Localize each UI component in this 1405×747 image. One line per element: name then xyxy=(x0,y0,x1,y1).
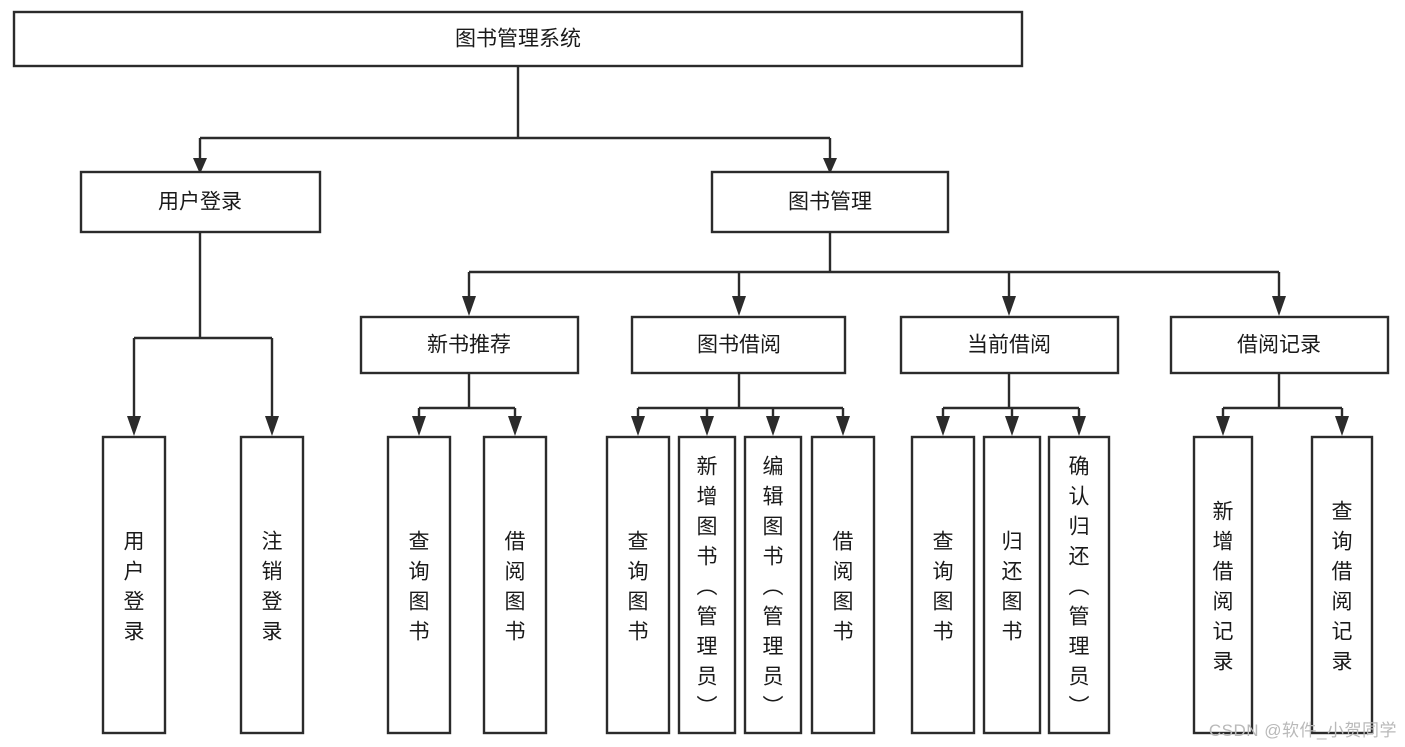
arrowhead-leaf-13 xyxy=(1335,416,1349,436)
connector-current-to-leaves xyxy=(941,373,1081,420)
arrowhead-leaf-5 xyxy=(631,416,645,436)
leaf-node[interactable]: 借阅图书 xyxy=(810,435,876,735)
connector-bookmanage-to-level3 xyxy=(467,232,1281,298)
leaf-node-box[interactable] xyxy=(605,435,671,735)
connector-userlogin-to-leaves xyxy=(132,232,274,420)
node-book-management-label: 图书管理 xyxy=(788,191,872,214)
node-current-borrow-label: 当前借阅 xyxy=(967,334,1051,357)
leaf-node-label: 查询借阅记录 xyxy=(1332,500,1353,673)
node-root-label: 图书管理系统 xyxy=(455,28,581,51)
leaf-node-box[interactable] xyxy=(1047,435,1111,735)
leaf-node[interactable]: 查询图书 xyxy=(605,435,671,735)
leaf-node-label: 新增借阅记录 xyxy=(1213,500,1234,673)
node-borrow-record[interactable]: 借阅记录 xyxy=(1169,315,1390,375)
leaf-node-box[interactable] xyxy=(101,435,167,735)
leaf-node-label: 用户登录 xyxy=(124,530,145,643)
node-user-login-box[interactable] xyxy=(79,170,322,234)
node-book-borrow-box[interactable] xyxy=(630,315,847,375)
leaf-node-box[interactable] xyxy=(810,435,876,735)
node-root[interactable]: 图书管理系统 xyxy=(12,10,1024,68)
leaf-node-label: 注销登录 xyxy=(262,530,283,643)
leaf-node-box[interactable] xyxy=(239,435,305,735)
arrowhead-leaf-7 xyxy=(766,416,780,436)
leaf-node-label: 查询图书 xyxy=(933,530,954,643)
leaf-node[interactable]: 新增借阅记录 xyxy=(1192,435,1254,735)
arrowhead-book-manage xyxy=(823,158,837,174)
node-current-borrow-box[interactable] xyxy=(899,315,1120,375)
arrowhead-leaf-4 xyxy=(508,416,522,436)
connector-root-to-level2 xyxy=(198,66,832,158)
arrowhead-borrow xyxy=(732,296,746,316)
leaf-node-box[interactable] xyxy=(482,435,548,735)
arrowhead-newbook xyxy=(462,296,476,316)
leaf-node[interactable]: 借阅图书 xyxy=(482,435,548,735)
leaf-node-box[interactable] xyxy=(386,435,452,735)
leaf-node-box[interactable] xyxy=(982,435,1042,735)
leaf-node[interactable]: 用户登录 xyxy=(101,435,167,735)
node-borrow-record-box[interactable] xyxy=(1169,315,1390,375)
leaf-node-label: 归还图书 xyxy=(1002,530,1023,643)
arrowhead-leaf-1 xyxy=(127,416,141,436)
connector-borrow-to-leaves xyxy=(636,373,845,420)
leaf-node-layer: 用户登录 注销登录 查询图书 借阅图书 查询图书 新增图书︵管理员︶ 编辑图书︵管理员︶ 借阅… xyxy=(101,435,1374,735)
arrowhead-leaf-8 xyxy=(836,416,850,436)
leaf-node-box[interactable] xyxy=(910,435,976,735)
node-book-borrow[interactable]: 图书借阅 xyxy=(630,315,847,375)
leaf-node-box[interactable] xyxy=(1310,435,1374,735)
arrowhead-leaf-6 xyxy=(700,416,714,436)
leaf-node-label: 查询图书 xyxy=(628,530,649,643)
arrowhead-user-login xyxy=(193,158,207,174)
node-book-management-box[interactable] xyxy=(710,170,950,234)
leaf-node[interactable]: 查询图书 xyxy=(386,435,452,735)
leaf-node-label: 查询图书 xyxy=(409,530,430,643)
leaf-node-box[interactable] xyxy=(743,435,803,735)
node-user-login-label: 用户登录 xyxy=(158,191,242,214)
node-root-box[interactable] xyxy=(12,10,1024,68)
arrowhead-leaf-2 xyxy=(265,416,279,436)
leaf-node-label: 新增图书︵管理员︶ xyxy=(697,455,718,718)
arrowhead-record xyxy=(1272,296,1286,316)
leaf-node-label: 借阅图书 xyxy=(833,530,854,643)
leaf-node-label: 借阅图书 xyxy=(505,530,526,643)
arrowhead-leaf-11 xyxy=(1072,416,1086,436)
leaf-node-box[interactable] xyxy=(1192,435,1254,735)
leaf-node[interactable]: 确认归还︵管理员︶ xyxy=(1047,435,1111,735)
node-borrow-record-label: 借阅记录 xyxy=(1237,334,1321,357)
arrowhead-leaf-10 xyxy=(1005,416,1019,436)
connector-record-to-leaves xyxy=(1221,373,1344,420)
leaf-node[interactable]: 查询图书 xyxy=(910,435,976,735)
leaf-node[interactable]: 注销登录 xyxy=(239,435,305,735)
node-book-management[interactable]: 图书管理 xyxy=(710,170,950,234)
leaf-node-label: 确认归还︵管理员︶ xyxy=(1069,455,1090,718)
leaf-node[interactable]: 编辑图书︵管理员︶ xyxy=(743,435,803,735)
arrowhead-leaf-9 xyxy=(936,416,950,436)
leaf-node[interactable]: 新增图书︵管理员︶ xyxy=(677,435,737,735)
leaf-node-label: 编辑图书︵管理员︶ xyxy=(763,455,784,718)
node-new-book-recommend[interactable]: 新书推荐 xyxy=(359,315,580,375)
connector-newbook-to-leaves xyxy=(417,373,517,420)
leaf-node[interactable]: 查询借阅记录 xyxy=(1310,435,1374,735)
node-new-book-recommend-label: 新书推荐 xyxy=(427,334,511,357)
node-current-borrow[interactable]: 当前借阅 xyxy=(899,315,1120,375)
node-user-login[interactable]: 用户登录 xyxy=(79,170,322,234)
node-new-book-recommend-box[interactable] xyxy=(359,315,580,375)
arrowhead-leaf-3 xyxy=(412,416,426,436)
leaf-node-box[interactable] xyxy=(677,435,737,735)
node-book-borrow-label: 图书借阅 xyxy=(697,334,781,357)
arrowhead-current xyxy=(1002,296,1016,316)
arrowhead-leaf-12 xyxy=(1216,416,1230,436)
leaf-node[interactable]: 归还图书 xyxy=(982,435,1042,735)
connector-layer xyxy=(127,66,1349,436)
